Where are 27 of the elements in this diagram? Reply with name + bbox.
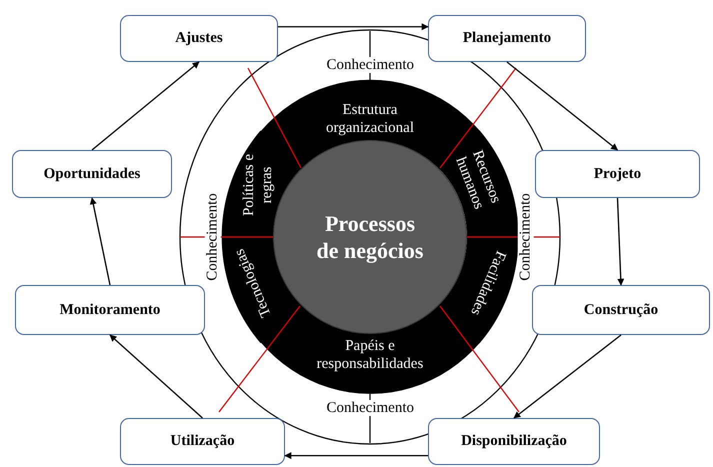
stage-box: Planejamento [428, 15, 586, 62]
arrow [109, 334, 203, 418]
stage-box: Construção [532, 285, 710, 335]
segment-label: Políticas e regras [240, 152, 276, 218]
ring-segment [440, 237, 518, 343]
arrow [616, 198, 624, 286]
stage-box: Ajustes [120, 15, 278, 62]
stage-box: Monitoramento [15, 285, 205, 335]
stage-box: Oportunidades [12, 150, 172, 198]
stage-box: Projeto [535, 150, 700, 198]
ring-segment [440, 131, 518, 237]
ring-label: Conhecimento [326, 57, 415, 73]
arrow [506, 62, 618, 150]
arrow [278, 23, 429, 30]
ring-label: Conhecimento [517, 192, 534, 282]
segment-label: Estrutura organizacional [324, 101, 415, 137]
segment-label: Papéis e responsabilidades [316, 336, 424, 373]
arrow [513, 334, 622, 419]
ring-segment [222, 131, 300, 237]
ring-label: Conhecimento [204, 192, 220, 282]
ring-label: Conhecimento [326, 400, 415, 416]
arrow [90, 197, 111, 286]
ring-segment [222, 237, 300, 343]
arrow [92, 62, 200, 150]
arrow [284, 452, 428, 460]
stage-box: Disponibilização [428, 418, 600, 465]
stage-box: Utilização [120, 418, 285, 465]
